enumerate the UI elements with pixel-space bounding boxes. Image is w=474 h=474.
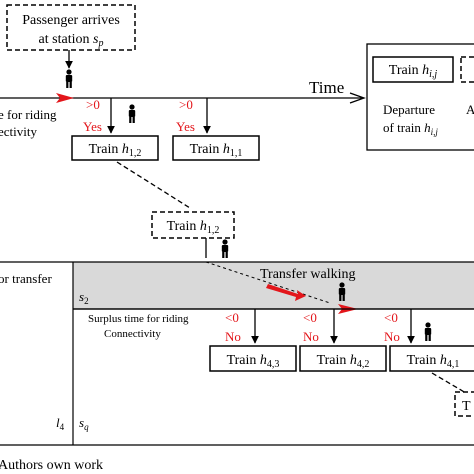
transfer-band [73, 262, 474, 309]
passenger-station-label: at station sp [39, 32, 104, 49]
train-box-h12 [71, 135, 159, 161]
boarded-train-box [151, 211, 235, 239]
passenger-icon-onboard [221, 239, 229, 258]
lt0-label-b: <0 [303, 310, 317, 325]
transfer-walking-label: Transfer walking [260, 267, 356, 282]
cut-train-box [454, 391, 474, 417]
ride-connector [116, 161, 191, 209]
passenger-arrives-box [6, 4, 136, 51]
legend-dashed-box [460, 56, 474, 83]
train-box-h43 [209, 345, 297, 372]
station-s2-label: s2 [79, 289, 89, 306]
gt0-label-a: >0 [86, 97, 100, 112]
surplus-label-line2: Connectivity [104, 328, 161, 340]
train-label-h42: Train h4,2 [317, 353, 370, 370]
cut-train-letter: T [462, 399, 471, 414]
credit-label: Authors own work [0, 458, 103, 473]
passenger-arrives-label: Passenger arrives [22, 13, 120, 28]
no-label-b: No [303, 329, 319, 344]
line4-label: l4 [56, 415, 65, 432]
train-label-h41: Train h4,1 [407, 353, 460, 370]
no-label-a: No [225, 329, 241, 344]
legend-cut-letter: A [466, 102, 474, 117]
ride-connector-2 [431, 372, 467, 394]
passenger-icon [65, 69, 73, 88]
no-label-c: No [384, 329, 400, 344]
train-label-h43: Train h4,3 [227, 353, 280, 370]
time-axis-arrowhead [349, 92, 366, 104]
yes-label-b: Yes [176, 119, 195, 134]
red-arrow-walking [266, 284, 306, 301]
train-box-h11 [172, 135, 260, 161]
train-label-h11: Train h1,1 [190, 142, 243, 159]
train-box-h41 [389, 345, 474, 372]
time-label: Time [309, 78, 344, 97]
train-label-h12: Train h1,2 [89, 142, 142, 159]
transfer-partial-label: or transfer [0, 271, 52, 286]
legend-train-label: Train hi,j [389, 63, 438, 80]
surplus-label-line1: Surplus time for riding [88, 313, 189, 325]
boarded-train-label: Train h1,2 [167, 219, 220, 236]
passenger-icon-waiting [424, 322, 432, 341]
yes-label-a: Yes [83, 119, 102, 134]
lt0-label-c: <0 [384, 310, 398, 325]
legend-train-box [372, 56, 454, 83]
surplus-partial-line1: e for riding [0, 107, 57, 122]
train-box-h42 [299, 345, 387, 372]
station-sq-label: sq [79, 415, 89, 432]
gt0-label-b: >0 [179, 97, 193, 112]
passenger-icon-boarding [128, 104, 136, 123]
legend-departure-line2: of train hi,j [383, 120, 438, 137]
transfer-walking-path [205, 261, 331, 304]
surplus-partial-line2: ectivity [0, 124, 37, 139]
lt0-label-a: <0 [225, 310, 239, 325]
legend-departure-line1: Departure [383, 102, 435, 117]
red-pointer-top [56, 93, 74, 103]
